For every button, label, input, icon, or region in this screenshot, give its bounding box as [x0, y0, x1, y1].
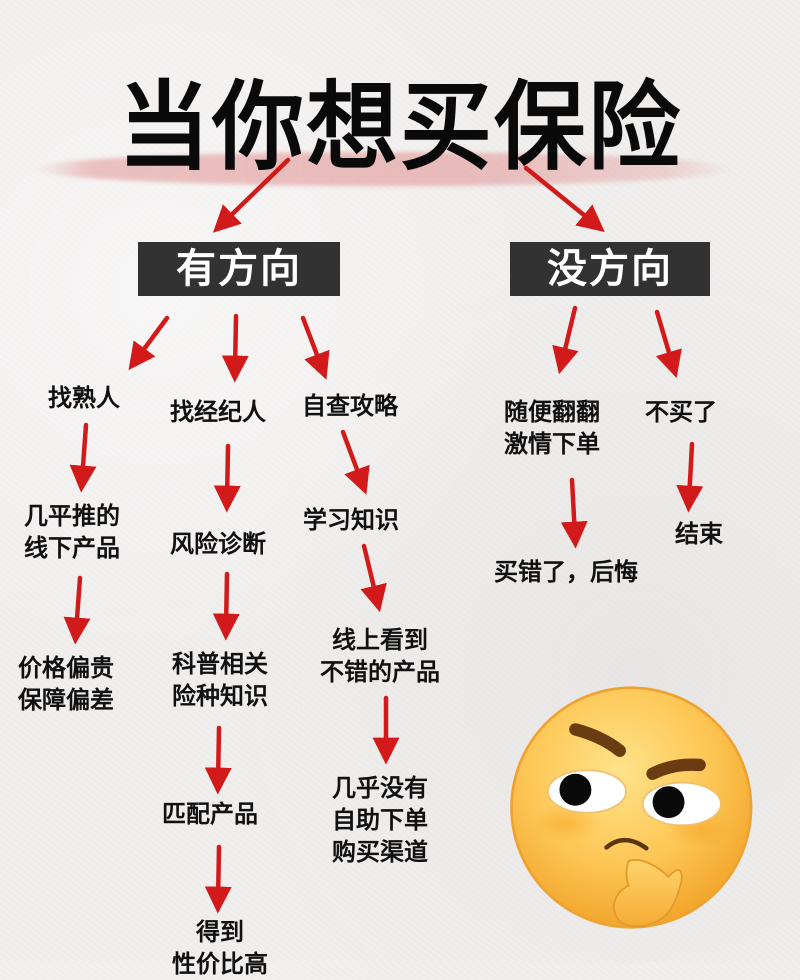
branch-box-no-direction: 没方向 — [510, 242, 710, 296]
node-line: 得到 — [196, 918, 244, 946]
node-line: 几乎没有 — [332, 774, 428, 802]
node-find-broker: 找经纪人 — [170, 398, 266, 426]
arrow-icon — [552, 305, 579, 375]
branch-box-has-direction: 有方向 — [138, 242, 340, 296]
arrow-icon — [300, 315, 330, 380]
arrow-icon — [560, 477, 588, 549]
title-area: 当你想买保险 — [0, 40, 800, 186]
arrow-icon — [204, 844, 232, 914]
node-no-self-purchase-channel: 几乎没有 自助下单 购买渠道 — [332, 772, 428, 868]
node-not-buying: 不买了 — [645, 398, 717, 426]
node-learn-knowledge: 学习知识 — [303, 506, 399, 534]
node-online-good-products: 线上看到 不错的产品 — [320, 624, 440, 688]
node-line: 险种知识 — [172, 682, 268, 710]
node-offline-products: 几平推的 线下产品 — [24, 500, 120, 564]
thinking-face-emoji-icon — [510, 686, 753, 929]
arrow-icon — [221, 313, 249, 383]
node-risk-diagnosis: 风险诊断 — [170, 530, 266, 558]
node-line: 线上看到 — [332, 626, 428, 654]
node-line: 保障偏差 — [18, 686, 114, 714]
node-line: 购买渠道 — [332, 838, 428, 866]
node-line: 价格偏贵 — [18, 654, 114, 682]
arrow-icon — [213, 443, 241, 513]
arrow-icon — [676, 441, 704, 513]
page-title: 当你想买保险 — [117, 71, 682, 184]
node-line: 线下产品 — [24, 534, 120, 562]
node-insurance-knowledge: 科普相关 险种知识 — [172, 648, 268, 712]
arrow-icon — [204, 725, 232, 795]
arrow-icon — [63, 575, 91, 645]
node-line: 几平推的 — [24, 502, 120, 530]
arrow-icon — [360, 543, 387, 613]
node-line: 随便翻翻 — [504, 398, 600, 426]
node-cost-effective: 得到 性价比高 — [164, 916, 276, 980]
node-bought-wrong-regret: 买错了，后悔 — [494, 558, 638, 586]
node-end: 结束 — [675, 520, 723, 548]
arrow-icon — [654, 309, 682, 379]
arrow-icon — [69, 422, 97, 493]
node-line: 激情下单 — [504, 430, 600, 458]
node-line: 不错的产品 — [320, 658, 440, 686]
node-line: 科普相关 — [172, 650, 268, 678]
node-impulse-buy: 随便翻翻 激情下单 — [504, 396, 600, 460]
node-self-research: 自查攻略 — [302, 392, 398, 420]
node-line: 自助下单 — [332, 806, 428, 834]
arrow-icon — [128, 315, 170, 371]
arrow-icon — [340, 429, 370, 495]
node-match-products: 匹配产品 — [162, 800, 258, 828]
node-find-acquaintance: 找熟人 — [48, 384, 120, 412]
title-brush-highlight — [35, 152, 735, 186]
node-pricey-poor-coverage: 价格偏贵 保障偏差 — [18, 652, 114, 716]
node-line: 性价比高 — [172, 950, 268, 978]
arrow-icon — [212, 571, 240, 641]
